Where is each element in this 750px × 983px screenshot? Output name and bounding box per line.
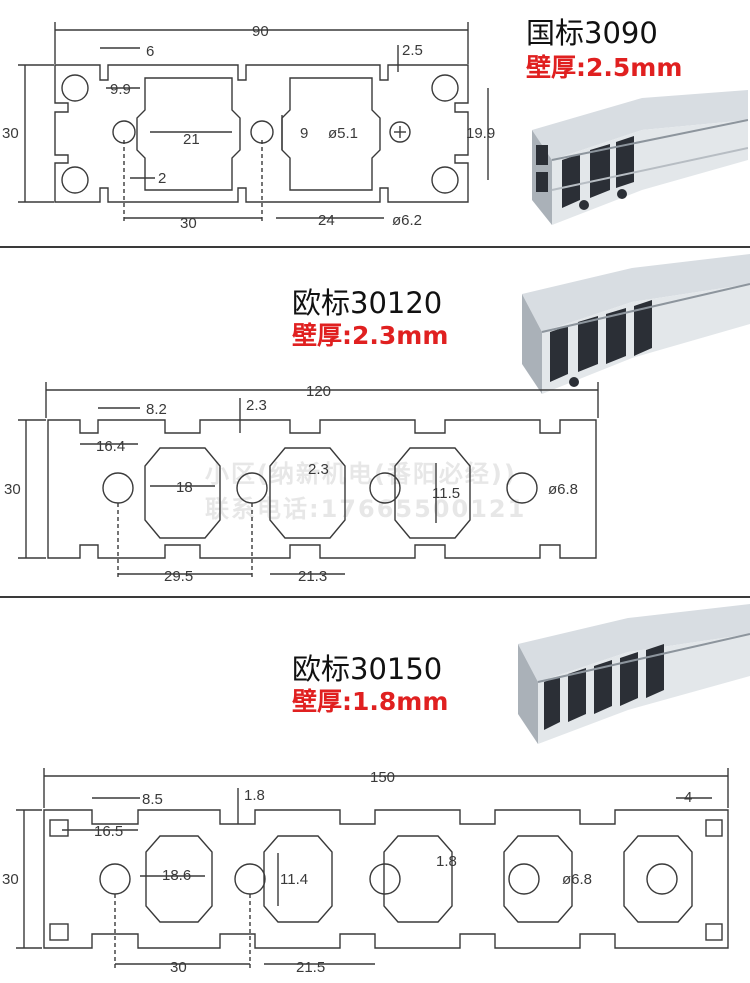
dim-cavity2: 21.3 bbox=[298, 568, 327, 585]
cavity-left bbox=[136, 77, 241, 191]
dim-height: 30 bbox=[2, 871, 19, 888]
section-title: 欧标30120 bbox=[292, 286, 443, 320]
extrusion-render-30150 bbox=[518, 604, 750, 744]
dim-slot-top: 8.2 bbox=[146, 401, 167, 418]
dim-inner-slot: 16.4 bbox=[96, 438, 125, 455]
wall-thickness-label: 壁厚:1.8mm bbox=[292, 687, 449, 716]
profile-outline bbox=[43, 809, 729, 949]
dim-hole: ø6.8 bbox=[548, 481, 578, 498]
extrusion-render-3090 bbox=[532, 90, 748, 225]
dim-hole-small: ø5.1 bbox=[328, 125, 358, 142]
profile-drawing-30150: 150 8.5 1.8 4 16.5 30 18.6 11.4 1.8 ø6.8… bbox=[2, 768, 729, 976]
cavity-2 bbox=[269, 447, 346, 539]
cavity-3 bbox=[394, 447, 471, 539]
dim-radius: 1.8 bbox=[436, 853, 457, 870]
dim-height: 30 bbox=[2, 125, 19, 142]
cavity-4 bbox=[503, 835, 573, 923]
dim-wall-inner: 2 bbox=[158, 170, 166, 187]
dim-cavity-width: 18 bbox=[176, 479, 193, 496]
dim-end-slot: 4 bbox=[684, 789, 692, 806]
dim-pitch: 30 bbox=[170, 959, 187, 976]
dim-slot-depth: 1.8 bbox=[244, 787, 265, 804]
profile-outline bbox=[47, 419, 597, 559]
dim-hole-big: ø6.2 bbox=[392, 212, 422, 229]
dim-slot-top: 6 bbox=[146, 43, 154, 60]
profile-drawing-3090: 90 6 2.5 9.9 30 21 9 ø5.1 19.9 2 30 24 ø… bbox=[2, 22, 495, 232]
dim-slot-depth: 2.5 bbox=[402, 42, 423, 59]
dim-cavity2: 21.5 bbox=[296, 959, 325, 976]
dim-pitch: 30 bbox=[180, 215, 197, 232]
cavity-1 bbox=[144, 447, 221, 539]
section-30120: 欧标30120 壁厚:2.3mm 小区(纳新机电(番阳必经)) 联系电话:176… bbox=[0, 248, 750, 596]
dim-cavity-height: 9 bbox=[300, 125, 308, 142]
cavity-2 bbox=[263, 835, 333, 923]
dim-side-height: 19.9 bbox=[466, 125, 495, 142]
section-divider bbox=[0, 596, 750, 598]
dim-radius: 2.3 bbox=[308, 461, 329, 478]
section-divider bbox=[0, 246, 750, 248]
dim-overall-width: 90 bbox=[252, 23, 269, 40]
wall-thickness-label: 壁厚:2.3mm bbox=[292, 321, 449, 350]
dim-slot-depth: 2.3 bbox=[246, 397, 267, 414]
extrusion-render-30120 bbox=[522, 254, 750, 394]
dim-pitch: 29.5 bbox=[164, 568, 193, 585]
profile-outline bbox=[54, 64, 469, 203]
section-3090: 国标3090 壁厚:2.5mm bbox=[0, 0, 750, 246]
cavity-1 bbox=[145, 835, 213, 923]
dim-cavity-width: 21 bbox=[183, 131, 200, 148]
dim-cavity-width: 18.6 bbox=[162, 867, 191, 884]
section-title: 欧标30150 bbox=[292, 652, 443, 686]
dim-cavity-height: 11.4 bbox=[280, 871, 308, 888]
section-30150: 欧标30150 壁厚:1.8mm bbox=[0, 598, 750, 983]
section-title: 国标3090 bbox=[526, 16, 658, 50]
cavity-3 bbox=[383, 835, 453, 923]
watermark: 小区(纳新机电(番阳必经)) 联系电话:17665500121 bbox=[205, 460, 527, 523]
dim-slot-top: 8.5 bbox=[142, 791, 163, 808]
dim-inner-slot: 16.5 bbox=[94, 823, 123, 840]
dim-inner-slot: 9.9 bbox=[110, 81, 131, 98]
cavity-5 bbox=[623, 835, 693, 923]
dim-overall-width: 120 bbox=[306, 383, 331, 400]
dim-height: 30 bbox=[4, 481, 21, 498]
dim-overall-width: 150 bbox=[370, 769, 395, 786]
profile-drawing-30120: 120 8.2 2.3 16.4 30 18 2.3 11.5 ø6.8 29.… bbox=[4, 382, 599, 585]
dim-cavity2: 24 bbox=[318, 212, 335, 229]
wall-thickness-label: 壁厚:2.5mm bbox=[526, 53, 683, 82]
dim-hole: ø6.8 bbox=[562, 871, 592, 888]
dim-cavity-height: 11.5 bbox=[432, 485, 460, 502]
